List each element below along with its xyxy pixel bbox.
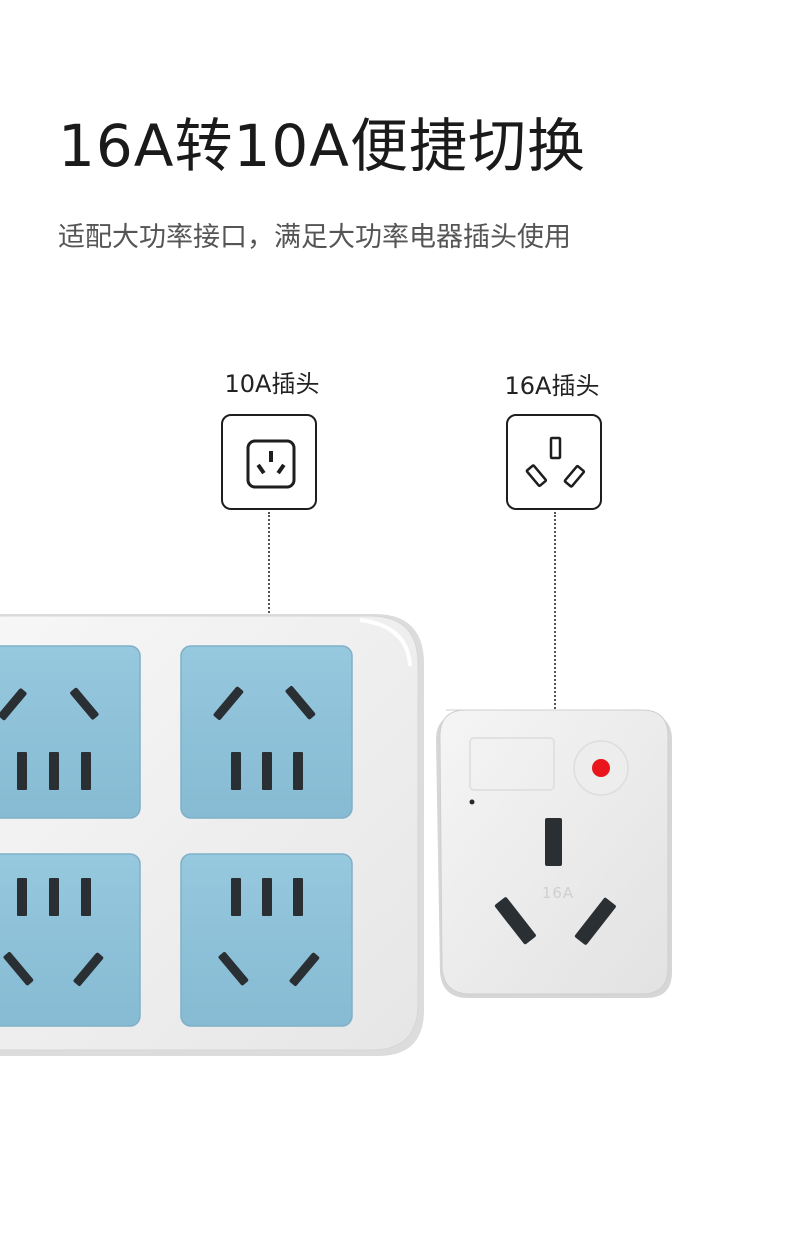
plug-16a-leader-line: [554, 512, 556, 808]
plug-10a-icon-box: [221, 414, 317, 510]
adapter-rating-marking: 16A: [541, 884, 575, 902]
plug-10a-icon: [246, 439, 296, 489]
indicator-light-icon: [592, 759, 610, 777]
plug-16a-label: 16A插头: [504, 372, 600, 400]
plug-16a-icon-box: [506, 414, 602, 510]
adapter-16a: [436, 709, 672, 998]
socket-panel-top-right: [180, 645, 353, 819]
page-title: 16A转10A便捷切换: [58, 112, 586, 180]
socket-panel-bottom-left: [0, 853, 141, 1027]
socket-panel-top-left: [0, 645, 141, 819]
socket-panel-bottom-right: [180, 853, 353, 1027]
page-subtitle: 适配大功率接口，满足大功率电器插头使用: [58, 222, 571, 253]
plug-10a-label: 10A插头: [224, 370, 320, 398]
plug-16a-icon: [525, 436, 586, 488]
